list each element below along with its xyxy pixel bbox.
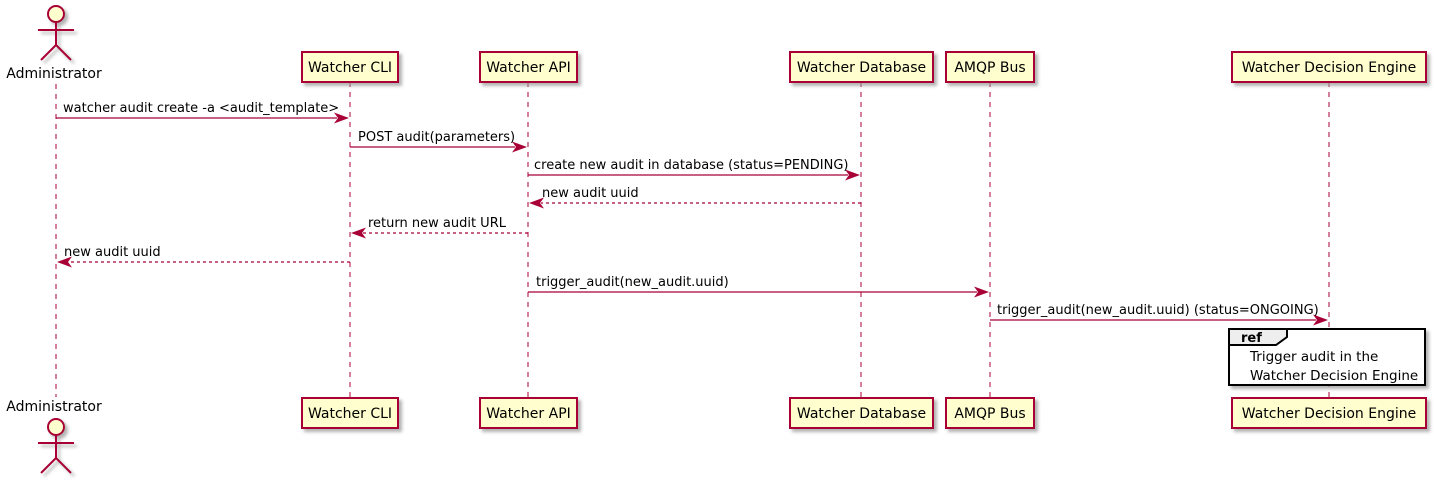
message-5-watcher-api-to-watcher-cli: return new audit URL: [351, 216, 528, 239]
participant-label-watcher-api: Watcher API: [486, 406, 571, 422]
message-label: new audit uuid: [542, 186, 639, 201]
message-1-administrator-to-watcher-cli: watcher audit create -a <audit_template>: [56, 101, 349, 124]
arrowhead-icon: [351, 227, 366, 239]
participant-watcher-decision-engine-bottom: Watcher Decision Engine: [1231, 397, 1427, 429]
message-label: trigger_audit(new_audit.uuid): [536, 275, 729, 290]
participant-label-watcher-decision-engine: Watcher Decision Engine: [1242, 406, 1416, 422]
ref-header-pentagon: [1228, 328, 1288, 346]
participant-watcher-api-bottom: Watcher API: [479, 397, 578, 429]
participant-box: [1231, 397, 1427, 429]
arrowhead-icon: [57, 256, 72, 268]
message-label: trigger_audit(new_audit.uuid) (status=ON…: [997, 303, 1319, 318]
participant-box: [301, 51, 399, 83]
message-4-watcher-database-to-watcher-api: new audit uuid: [529, 186, 861, 209]
participant-label-watcher-cli: Watcher CLI: [308, 60, 392, 76]
ref-keyword: ref: [1241, 331, 1262, 346]
message-label: create new audit in database (status=PEN…: [534, 158, 849, 173]
participant-box: [301, 397, 399, 429]
actor-administrator-bottom: Administrator: [6, 399, 102, 474]
participant-watcher-database-top: Watcher Database: [789, 51, 934, 83]
participant-box: [1231, 51, 1427, 83]
message-7-watcher-api-to-amqp-bus: trigger_audit(new_audit.uuid): [528, 275, 989, 298]
participant-watcher-cli-bottom: Watcher CLI: [301, 397, 399, 429]
participant-box: [789, 51, 934, 83]
participant-label-amqp-bus: AMQP Bus: [954, 406, 1025, 422]
participant-watcher-decision-engine-top: Watcher Decision Engine: [1231, 51, 1427, 83]
arrowhead-icon: [974, 286, 989, 298]
message-8-amqp-bus-to-watcher-decision-engine: trigger_audit(new_audit.uuid) (status=ON…: [990, 303, 1328, 326]
arrowhead-icon: [1313, 314, 1328, 326]
actor-administrator-top: Administrator: [6, 5, 102, 82]
participant-watcher-api-top: Watcher API: [479, 51, 578, 83]
participant-amqp-bus-bottom: AMQP Bus: [945, 397, 1035, 429]
message-6-watcher-cli-to-administrator: new audit uuid: [57, 245, 350, 268]
arrowhead-icon: [529, 197, 544, 209]
ref-text-line-1: Trigger audit in the: [1249, 349, 1378, 365]
stick-figure-icon: [38, 418, 74, 474]
participant-amqp-bus-top: AMQP Bus: [945, 51, 1035, 83]
arrowhead-icon: [845, 169, 860, 181]
message-label: watcher audit create -a <audit_template>: [63, 101, 339, 116]
participant-label-watcher-decision-engine: Watcher Decision Engine: [1242, 60, 1416, 76]
participant-label-amqp-bus: AMQP Bus: [954, 60, 1025, 76]
participant-label-watcher-database: Watcher Database: [797, 60, 926, 76]
message-label: new audit uuid: [64, 245, 161, 260]
participant-box: [479, 397, 578, 429]
participant-label-watcher-api: Watcher API: [486, 60, 571, 76]
participant-label-watcher-cli: Watcher CLI: [308, 406, 392, 422]
participant-watcher-cli-top: Watcher CLI: [301, 51, 399, 83]
participant-box: [945, 397, 1035, 429]
participant-box: [789, 397, 934, 429]
participant-box: [945, 51, 1035, 83]
stick-figure-icon: [38, 5, 74, 61]
message-3-watcher-api-to-watcher-database: create new audit in database (status=PEN…: [528, 158, 860, 181]
participant-watcher-database-bottom: Watcher Database: [789, 397, 934, 429]
actor-label-administrator: Administrator: [6, 66, 102, 82]
arrowhead-icon: [512, 141, 527, 153]
message-label: return new audit URL: [368, 216, 507, 231]
message-2-watcher-cli-to-watcher-api: POST audit(parameters): [350, 130, 527, 153]
message-label: POST audit(parameters): [358, 130, 515, 145]
participant-box: [479, 51, 578, 83]
arrowhead-icon: [334, 112, 349, 124]
participant-label-watcher-database: Watcher Database: [797, 406, 926, 422]
ref-text-line-2: Watcher Decision Engine: [1250, 368, 1418, 384]
actor-label-administrator: Administrator: [6, 399, 102, 415]
